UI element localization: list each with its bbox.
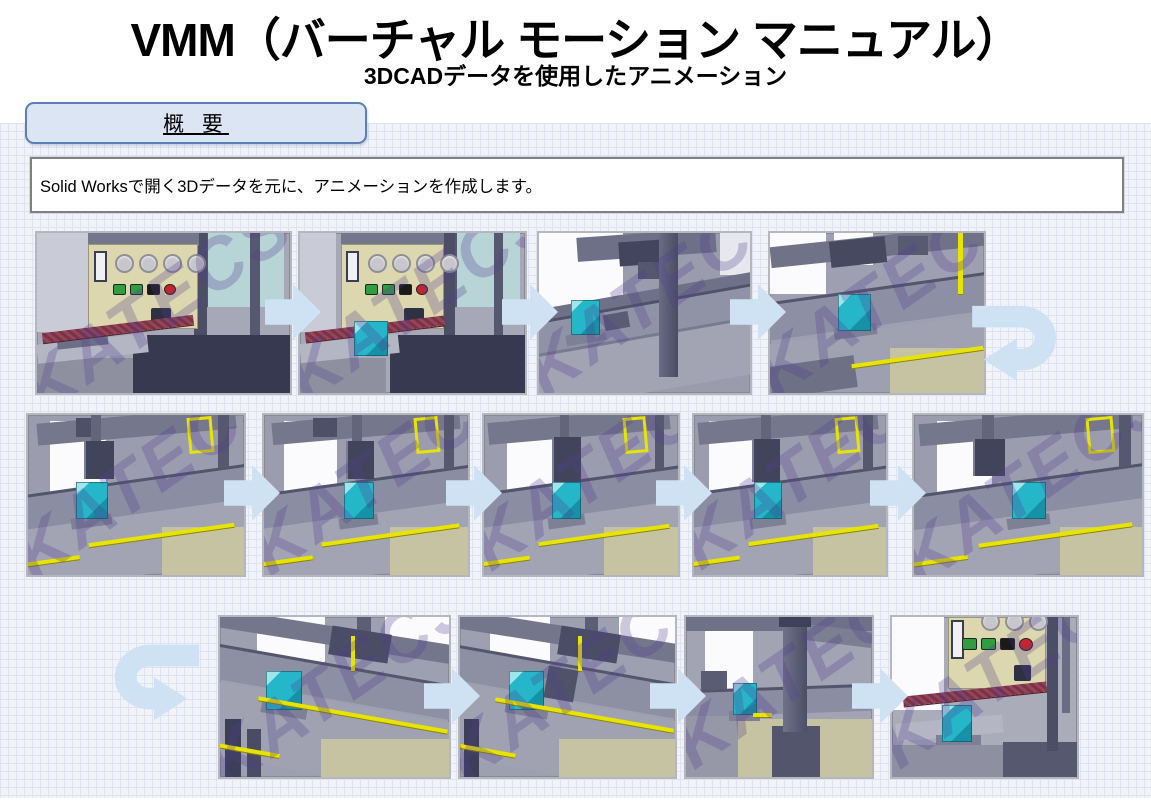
tool-mechanism xyxy=(328,625,392,664)
vertical-column xyxy=(659,233,679,377)
teal-workpiece xyxy=(570,300,601,336)
flow-frame-gantry-approach: KATECS xyxy=(26,413,246,577)
frame-column xyxy=(1119,415,1131,495)
clamp-mechanism xyxy=(543,665,579,703)
teal-workpiece xyxy=(1012,482,1047,519)
yellow-frame-sensor xyxy=(834,415,861,454)
frame-column xyxy=(1062,617,1070,713)
gripper-arm xyxy=(90,415,102,441)
flow-frame-gripper-pick: KATECS xyxy=(482,413,680,577)
gripper-head xyxy=(751,439,781,483)
cabinet-panel xyxy=(771,725,820,777)
flow-uturn-continue-connector xyxy=(114,644,200,721)
tan-base xyxy=(558,738,675,777)
teal-workpiece xyxy=(551,482,581,519)
frame-column xyxy=(249,233,260,355)
panel-dials xyxy=(367,253,459,273)
panel-dials xyxy=(980,617,1048,632)
teal-workpiece xyxy=(732,682,757,715)
flow-frame-conveyor-return-1: KATECS xyxy=(218,615,451,779)
tan-base xyxy=(320,738,449,777)
yellow-frame-sensor xyxy=(186,415,215,455)
flow-frame-gantry-release: KATECS xyxy=(912,413,1144,577)
frame-column xyxy=(1047,617,1059,752)
overview-heading-label: 概 要 xyxy=(163,113,229,136)
page-title: VMM（バーチャル モーション マニュアル） xyxy=(130,14,1021,66)
panel-buttons xyxy=(962,637,1034,651)
gripper-head xyxy=(551,437,582,483)
panel-dials xyxy=(115,253,207,273)
machine-window xyxy=(453,233,520,307)
background-sky xyxy=(720,233,750,275)
flow-frame-gantry-over-part: KATECS xyxy=(262,413,470,577)
frame-column xyxy=(862,415,873,495)
gantry-mechanism xyxy=(828,236,887,268)
gripper-head xyxy=(638,261,660,280)
teal-workpiece xyxy=(343,482,375,519)
cabinet-panel xyxy=(1003,741,1077,777)
gripper-arm xyxy=(761,415,771,441)
frame-column xyxy=(444,233,456,365)
safety-yellow-strip xyxy=(350,636,355,672)
overview-heading-box: 概 要 xyxy=(25,102,367,144)
gripper-arm xyxy=(982,415,994,441)
teal-workpiece xyxy=(753,482,783,519)
gantry-mechanism xyxy=(898,236,929,256)
frame-column xyxy=(654,415,665,495)
safety-yellow-strip xyxy=(958,233,964,294)
gantry-carriage xyxy=(312,418,338,438)
panel-buttons xyxy=(112,284,176,296)
tool-mechanism xyxy=(557,625,621,664)
page-subtitle: 3DCADデータを使用したアニメーション xyxy=(363,63,788,89)
lower-cabinet xyxy=(390,335,525,393)
teal-workpiece xyxy=(354,321,388,357)
conveyor-belt xyxy=(686,684,872,718)
wall xyxy=(37,233,88,333)
flow-frame-machine-front-part-loaded: KATECS xyxy=(298,231,527,395)
flow-frame-conveyor-return-2: KATECS xyxy=(458,615,677,779)
flow-frame-conveyor-transfer: KATECS xyxy=(768,231,986,395)
teal-workpiece xyxy=(75,482,108,519)
flow-frame-station-overview: KATECS xyxy=(684,615,874,779)
flow-uturn-down-connector xyxy=(972,305,1056,382)
machine-window xyxy=(203,233,284,307)
pallet xyxy=(728,711,761,721)
floor xyxy=(37,357,134,393)
floor xyxy=(300,357,386,393)
gripper-head xyxy=(345,440,375,479)
gripper-arm xyxy=(559,415,570,441)
safety-yellow-line xyxy=(752,713,772,717)
panel-slot xyxy=(93,250,107,282)
yellow-frame-sensor xyxy=(622,415,649,454)
frame-column xyxy=(443,415,454,495)
panel-connector xyxy=(1014,665,1031,681)
flow-frame-machine-front-start: KATECS xyxy=(35,231,292,395)
flow-frame-gripper-carry: KATECS xyxy=(692,413,888,577)
description-box: Solid Worksで開く3Dデータを元に、アニメーションを作成します。 xyxy=(30,157,1124,213)
column-cap xyxy=(779,617,811,627)
flow-frame-conveyor-close-up: KATECS xyxy=(537,231,752,395)
vertical-column xyxy=(782,617,807,733)
floor xyxy=(686,716,739,777)
frame-column xyxy=(218,415,229,495)
gripper-head xyxy=(84,440,115,479)
gripper-arm xyxy=(351,415,362,441)
panel-slot xyxy=(346,250,360,282)
panel-buttons xyxy=(365,284,429,296)
lower-cabinet xyxy=(133,335,290,393)
frame-column xyxy=(493,233,503,355)
teal-workpiece xyxy=(838,293,871,331)
flow-frame-machine-front-end: KATECS xyxy=(890,615,1079,779)
clamp-mechanism xyxy=(700,671,727,691)
description-text: Solid Worksで開く3Dデータを元に、アニメーションを作成します。 xyxy=(40,178,543,196)
safety-yellow-strip xyxy=(578,636,583,672)
yellow-frame-sensor xyxy=(413,415,441,454)
top-beam xyxy=(340,233,444,246)
top-beam xyxy=(87,233,199,246)
teal-workpiece xyxy=(941,705,972,742)
yellow-frame-sensor xyxy=(1085,415,1116,455)
gripper-head xyxy=(973,439,1005,476)
tan-base xyxy=(1059,527,1142,575)
